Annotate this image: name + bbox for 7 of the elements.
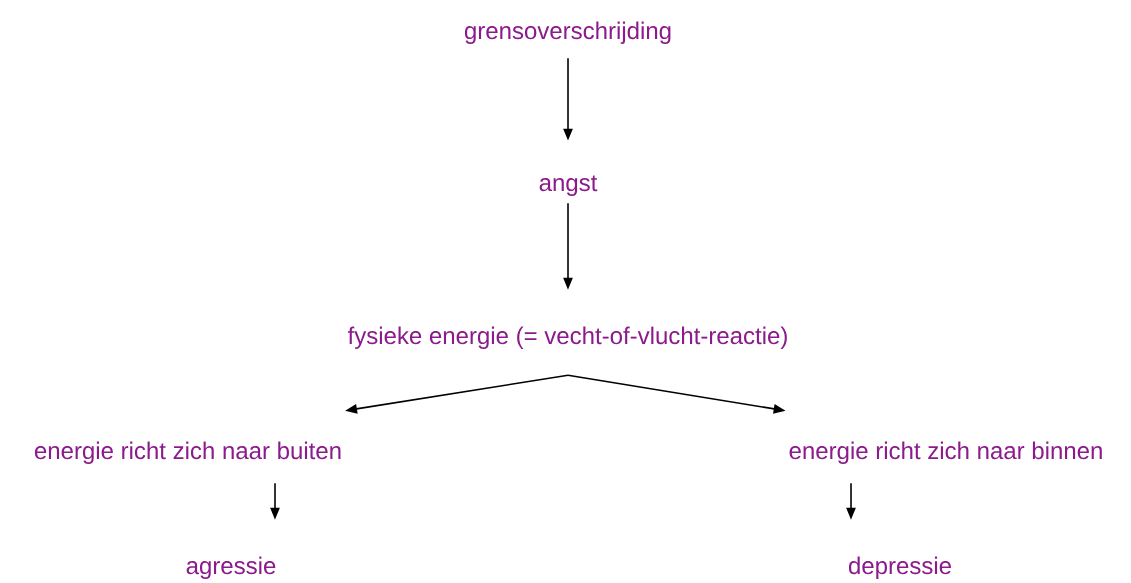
flow-label: energie richt zich naar binnen	[789, 441, 1102, 464]
flow-label: agressie	[186, 556, 276, 579]
flow-label: depressie	[849, 556, 951, 579]
flow-label: energie richt zich naar buiten	[34, 441, 341, 464]
flow-label: fysieke energie (= vecht-of-vlucht-reactie)	[347, 326, 787, 349]
flow-label: grensoverschrijding	[464, 21, 671, 44]
flow-label: angst	[539, 175, 598, 196]
